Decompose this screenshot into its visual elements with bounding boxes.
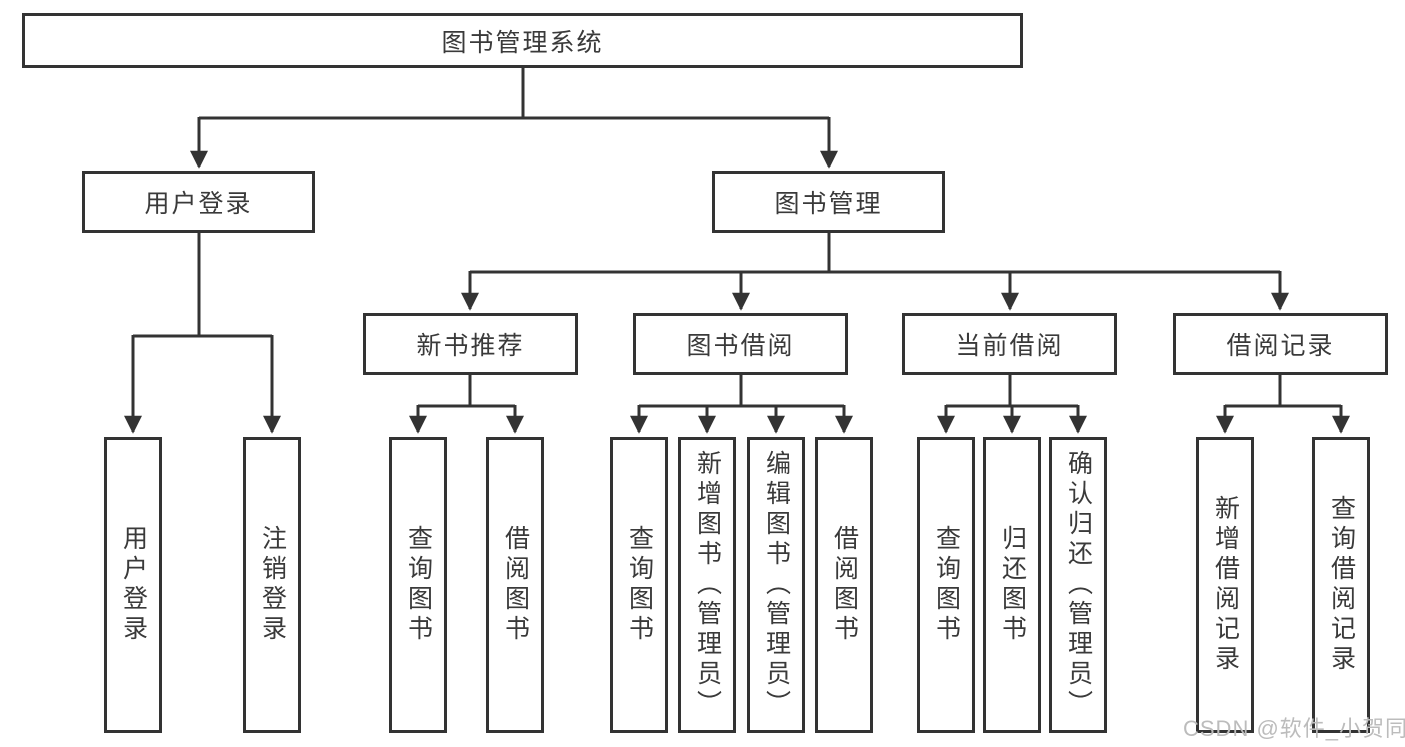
leaf-borrow-borrow-books-label: 借阅图书 bbox=[830, 525, 859, 645]
leaf-borrow-query-books: 查询图书 bbox=[610, 437, 668, 733]
node-current-borrow-label: 当前借阅 bbox=[955, 332, 1064, 360]
node-new-book-recommend-label: 新书推荐 bbox=[416, 332, 525, 360]
csdn-watermark: CSDN @软件_小贺同学 bbox=[1183, 716, 1405, 741]
leaf-edit-book-admin-label: 编辑图书（管理员） bbox=[762, 450, 791, 720]
leaf-user-login-label: 用户登录 bbox=[119, 525, 148, 645]
node-book-borrow: 图书借阅 bbox=[633, 313, 848, 375]
node-borrow-records: 借阅记录 bbox=[1173, 313, 1388, 375]
leaf-borrow-query-books-label: 查询图书 bbox=[625, 525, 654, 645]
leaf-add-book-admin: 新增图书（管理员） bbox=[678, 437, 736, 733]
node-book-management: 图书管理 bbox=[712, 171, 945, 233]
leaf-query-borrow-record-label: 查询借阅记录 bbox=[1327, 495, 1356, 675]
node-book-borrow-label: 图书借阅 bbox=[686, 332, 795, 360]
node-root-system-label: 图书管理系统 bbox=[441, 28, 604, 57]
leaf-edit-book-admin: 编辑图书（管理员） bbox=[747, 437, 805, 733]
node-current-borrow: 当前借阅 bbox=[902, 313, 1117, 375]
node-book-management-label: 图书管理 bbox=[774, 190, 883, 218]
leaf-newbook-borrow-books-label: 借阅图书 bbox=[501, 525, 530, 645]
leaf-newbook-query-books: 查询图书 bbox=[389, 437, 447, 733]
node-root-system: 图书管理系统 bbox=[22, 13, 1023, 68]
leaf-query-borrow-record: 查询借阅记录 bbox=[1312, 437, 1370, 733]
leaf-user-login: 用户登录 bbox=[104, 437, 162, 733]
node-new-book-recommend: 新书推荐 bbox=[363, 313, 578, 375]
leaf-add-book-admin-label: 新增图书（管理员） bbox=[693, 450, 722, 720]
leaf-current-query-books-label: 查询图书 bbox=[932, 525, 961, 645]
leaf-logout-label: 注销登录 bbox=[258, 525, 287, 645]
node-user-login-label: 用户登录 bbox=[144, 190, 253, 218]
leaf-confirm-return-admin-label: 确认归还（管理员） bbox=[1064, 450, 1093, 720]
leaf-add-borrow-record: 新增借阅记录 bbox=[1196, 437, 1254, 733]
leaf-return-books-label: 归还图书 bbox=[998, 525, 1027, 645]
leaf-borrow-borrow-books: 借阅图书 bbox=[815, 437, 873, 733]
leaf-current-query-books: 查询图书 bbox=[917, 437, 975, 733]
leaf-add-borrow-record-label: 新增借阅记录 bbox=[1211, 495, 1240, 675]
leaf-newbook-borrow-books: 借阅图书 bbox=[486, 437, 544, 733]
node-user-login: 用户登录 bbox=[82, 171, 315, 233]
node-borrow-records-label: 借阅记录 bbox=[1226, 332, 1335, 360]
leaf-confirm-return-admin: 确认归还（管理员） bbox=[1049, 437, 1107, 733]
leaf-logout: 注销登录 bbox=[243, 437, 301, 733]
leaf-return-books: 归还图书 bbox=[983, 437, 1041, 733]
leaf-newbook-query-books-label: 查询图书 bbox=[404, 525, 433, 645]
